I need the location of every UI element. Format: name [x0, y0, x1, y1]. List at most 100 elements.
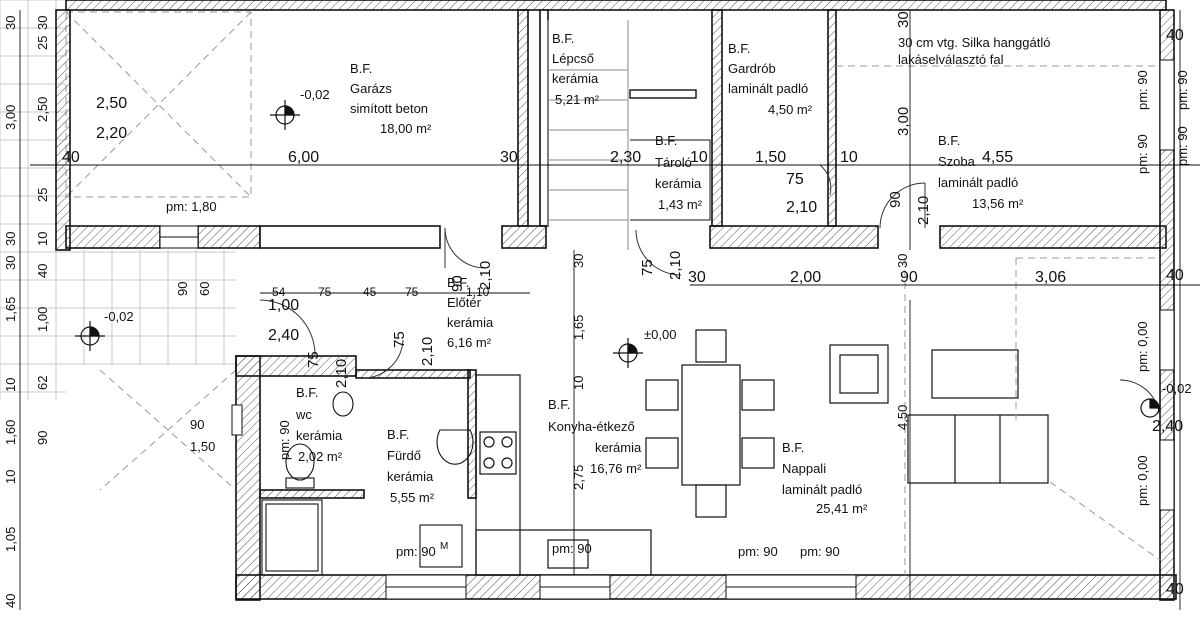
tarolo-floor: kerámia: [655, 176, 702, 191]
door-label-17: 1,50: [190, 439, 216, 454]
dim-mid-6: 2,00: [790, 269, 822, 286]
door-label-8: 75: [305, 351, 322, 368]
int-dim-8: 90: [175, 281, 190, 296]
bathroom-fixtures: [261, 391, 474, 576]
left-dim-17: 1,05: [3, 526, 18, 552]
int-dim-6: 30: [571, 253, 586, 268]
door-label-2: 90: [449, 275, 466, 292]
konyha-area: 16,76 m²: [590, 461, 642, 476]
parapet-pm180: pm: 1,80: [166, 199, 217, 214]
dim-mid-7: 90: [900, 269, 918, 286]
left-dim-2: 30: [35, 15, 50, 30]
dim-top-3: 2,30: [610, 149, 642, 166]
door-label-11: 2,10: [419, 336, 436, 366]
furdo-code: B.F.: [387, 427, 410, 442]
tarolo-area: 1,43 m²: [658, 197, 703, 212]
parapet-pm90-living-a: pm: 90: [738, 544, 778, 559]
eloter-floor: kerámia: [447, 315, 494, 330]
int-dim-1: 30: [895, 11, 912, 28]
gardrob-area: 4,50 m²: [768, 102, 813, 117]
door-label-4: 90: [887, 191, 904, 208]
wc-name: wc: [296, 407, 312, 422]
windows: [159, 59, 1175, 600]
door-label-15: 2,20: [96, 125, 128, 142]
garazs-name: Garázs: [350, 81, 392, 96]
dim-mid-2: 45: [363, 285, 377, 299]
right-dim-6: 40: [1166, 581, 1184, 598]
int-dim-3: 10: [571, 375, 586, 390]
stairs: [547, 20, 711, 250]
left-paving: [0, 0, 236, 400]
lepcso-area: 5,21 m²: [555, 92, 600, 107]
level-marker-right: [1140, 398, 1160, 418]
left-dim-3: 3,00: [3, 104, 18, 130]
int-dim-4: 2,75: [571, 464, 586, 490]
dim-top-0: 40: [62, 149, 80, 166]
m-mark: M: [440, 541, 449, 552]
int-dim-0: 3,00: [895, 106, 912, 136]
right-pm-0: pm: 90: [1135, 70, 1150, 110]
left-dim-15: 90: [35, 430, 50, 445]
wc-code: B.F.: [296, 385, 319, 400]
right-vpm-0: pm: 90: [1175, 70, 1190, 110]
left-dim-4: 2,50: [35, 96, 50, 122]
dim-top-4: 10: [690, 149, 708, 166]
parapet-pm90-bath: pm: 90: [396, 544, 436, 559]
dim-top-6: 10: [840, 149, 858, 166]
left-dim-0: 30: [3, 15, 18, 30]
lepcso-code: B.F.: [552, 31, 575, 46]
level-marker-main: [613, 338, 643, 368]
right-pm-1: pm: 90: [1135, 134, 1150, 174]
gardrob-floor: laminált padló: [728, 81, 809, 96]
dim-top-5: 1,50: [755, 149, 787, 166]
door-label-16: 90: [190, 417, 205, 432]
parapet-pm90-kitchen: pm: 90: [552, 541, 592, 556]
left-dim-14: 1,60: [3, 419, 18, 445]
left-dim-1: 25: [35, 35, 50, 50]
door-label-5: 2,10: [915, 195, 932, 225]
furdo-area: 5,55 m²: [390, 490, 435, 505]
dining-set: [645, 329, 775, 518]
wall-note-line2: lakáselválasztó fal: [898, 52, 1004, 67]
szoba-floor: laminált padló: [938, 175, 1019, 190]
dim-mid-3: 75: [405, 285, 419, 299]
left-dim-6: 30: [3, 231, 18, 246]
left-dim-12: 10: [3, 377, 18, 392]
level-right-label: -0,02: [1162, 381, 1192, 396]
garazs-area: 18,00 m²: [380, 121, 432, 136]
left-dim-18: 40: [3, 593, 18, 608]
right-dim-5: 40: [1166, 267, 1184, 284]
szoba-name: Szoba: [938, 154, 975, 169]
konyha-floor: kerámia: [595, 440, 642, 455]
kitchen-counter: [475, 374, 652, 576]
door-label-7: 2,10: [667, 250, 684, 280]
tarolo-name: Tároló: [655, 155, 692, 170]
garazs-level: -0,02: [300, 87, 330, 102]
wc-floor: kerámia: [296, 428, 343, 443]
door-label-9: 2,10: [333, 358, 350, 388]
door-label-12: 1,00: [268, 297, 300, 314]
furdo-floor: kerámia: [387, 469, 434, 484]
dimension-lines: [19, 10, 1200, 610]
nappali-code: B.F.: [782, 440, 805, 455]
left-dim-16: 10: [3, 469, 18, 484]
konyha-name: Konyha-étkező: [548, 419, 635, 434]
right-vpm-1: pm: 90: [1175, 126, 1190, 166]
door-label-10: 75: [391, 331, 408, 348]
dim-top-1: 6,00: [288, 149, 320, 166]
garazs-code: B.F.: [350, 61, 373, 76]
left-dim-10: 1,65: [3, 296, 18, 322]
garazs-floor: simított beton: [350, 101, 429, 116]
int-dim-9: 60: [197, 281, 212, 296]
int-dim-2: 1,65: [571, 314, 586, 340]
nappali-name: Nappali: [782, 461, 827, 476]
parapet-pm90-living-b: pm: 90: [800, 544, 840, 559]
parapet-wc-vertical: pm: 90: [277, 420, 292, 460]
left-dim-7: 10: [35, 231, 50, 246]
lepcso-name: Lépcső: [552, 51, 594, 66]
level-marker-garage: [270, 100, 300, 130]
dim-mid-5: 30: [688, 269, 706, 286]
dim-mid-8: 3,06: [1035, 269, 1067, 286]
door-label-13: 2,40: [268, 327, 300, 344]
door-label-1: 2,10: [786, 199, 818, 216]
